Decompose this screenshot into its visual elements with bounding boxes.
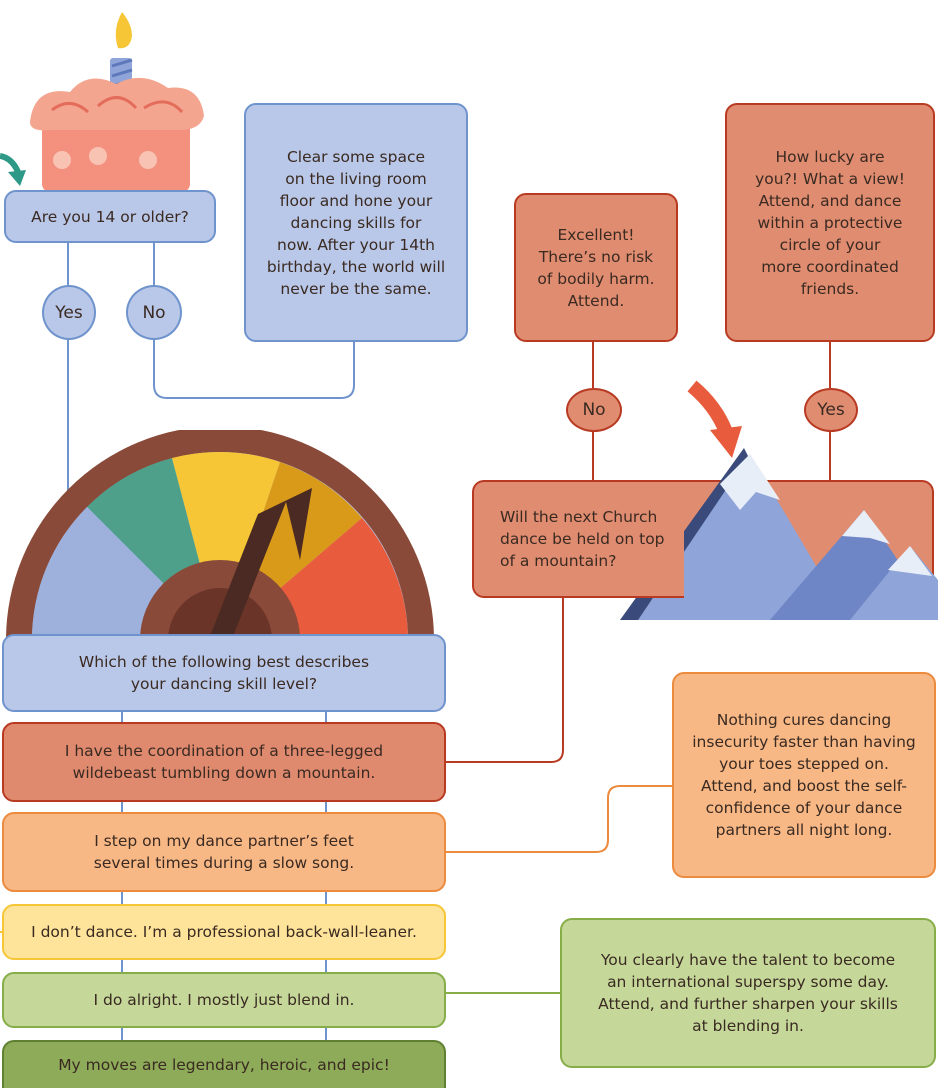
teal-arrow-icon	[0, 153, 26, 186]
stepper-result: Nothing cures dancing insecurity faster …	[672, 672, 936, 878]
mountain-yes-label: Yes	[804, 388, 858, 432]
age-yes-label: Yes	[42, 285, 96, 340]
mountain-no-label: No	[566, 388, 622, 432]
mountain-no-result: Excellent! There’s no risk of bodily har…	[514, 193, 678, 342]
under14-result: Clear some space on the living room floo…	[244, 103, 468, 342]
blender-result: You clearly have the talent to become an…	[560, 918, 936, 1068]
age-no-label: No	[126, 285, 182, 340]
option-stepper: I step on my dance partner’s feet severa…	[2, 812, 446, 892]
mountain-yes-result: How lucky are you?! What a view! Attend,…	[725, 103, 935, 342]
option-wildebeast: I have the coordination of a three-legge…	[2, 722, 446, 802]
age-question: Are you 14 or older?	[4, 190, 216, 243]
skill-gauge-illustration	[6, 430, 434, 644]
option-blend-in: I do alright. I mostly just blend in.	[2, 972, 446, 1028]
option-legendary: My moves are legendary, heroic, and epic…	[2, 1040, 446, 1088]
skill-question: Which of the following best describes yo…	[2, 634, 446, 712]
birthday-cake-illustration	[30, 12, 204, 192]
mountain-question: Will the next Church dance be held on to…	[472, 480, 684, 598]
option-wall-leaner: I don’t dance. I’m a professional back-w…	[2, 904, 446, 960]
